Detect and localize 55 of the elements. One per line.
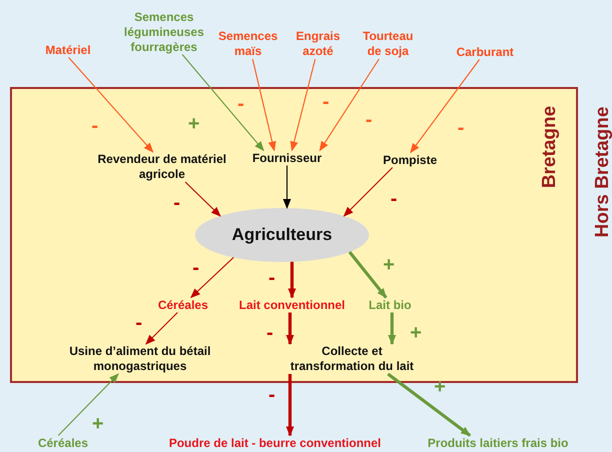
arrow <box>348 251 388 298</box>
arrow <box>288 262 296 298</box>
node-label: Engrais azoté <box>290 29 346 59</box>
arrow <box>283 166 291 209</box>
node-label: Matériel <box>33 42 103 58</box>
edge-label: - <box>136 313 142 333</box>
edge-label: - <box>266 323 274 343</box>
arrow <box>252 58 276 152</box>
edge-label: - <box>366 110 372 130</box>
arrow <box>319 58 380 152</box>
arrow <box>290 58 316 152</box>
arrow <box>286 312 294 345</box>
node-label: Fournisseur <box>247 150 327 166</box>
arrow <box>410 59 480 154</box>
edge-label: + <box>383 255 395 275</box>
edge-label: + <box>410 323 422 343</box>
node-label: Céréales <box>32 436 94 450</box>
node-label: Céréales <box>152 298 214 312</box>
region-title: Bretagne <box>539 106 561 188</box>
edge-label: + <box>434 377 446 397</box>
node-label: Semences légumineuses fourragères <box>114 10 214 54</box>
node-label: Pompiste <box>378 152 442 168</box>
edge-label: + <box>188 114 200 134</box>
node-label: Produits laitiers frais bio <box>418 436 578 450</box>
edge-label: - <box>192 258 200 278</box>
edge-label: - <box>390 189 398 209</box>
node-label: Usine d’aliment du bétail monogastriques <box>55 344 225 374</box>
arrow <box>58 373 119 436</box>
arrow <box>388 312 396 345</box>
arrow <box>190 257 234 298</box>
edge-label: - <box>92 116 98 136</box>
node-label: Collecte et transformation du lait <box>281 344 423 374</box>
node-label: Tourteau de soja <box>357 29 419 59</box>
edge-label: - <box>458 118 464 138</box>
edge-label: - <box>174 193 180 213</box>
node-label: Lait conventionnel <box>232 298 352 312</box>
edge-label: - <box>238 94 244 114</box>
arrow <box>145 312 178 345</box>
node-label: Poudre de lait - beurre conventionnel <box>150 436 400 450</box>
node-label: Agriculteurs <box>232 225 332 245</box>
edge-label: + <box>92 414 104 434</box>
edge-label: - <box>322 92 330 112</box>
arrow <box>184 182 222 217</box>
arrow <box>286 374 294 436</box>
node-label: Semences maïs <box>215 29 281 59</box>
arrow <box>182 54 264 152</box>
edge-label: - <box>268 268 276 288</box>
node-label: Revendeur de matériel agricole <box>82 152 242 182</box>
node-label: Carburant <box>449 44 521 60</box>
edge-label: - <box>268 385 276 405</box>
outside-region-label: Hors Bretagne <box>592 106 612 238</box>
region-box <box>10 87 578 383</box>
arrow <box>68 57 154 153</box>
arrow <box>343 167 393 217</box>
node-label: Lait bio <box>363 298 417 312</box>
